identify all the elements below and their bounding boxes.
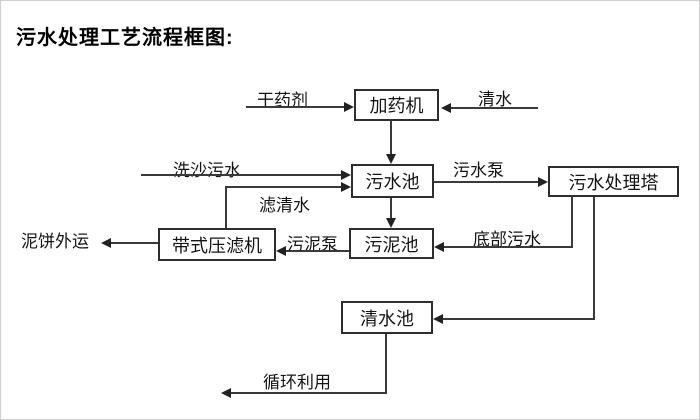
node-sludge-pool: 污泥池	[349, 228, 434, 259]
flow-line-clear-water	[451, 107, 538, 109]
flow-line-sludge-pump	[286, 250, 349, 252]
arrowhead-left-icon	[221, 388, 231, 398]
node-sewage-pool: 污水池	[351, 164, 434, 198]
arrowhead-right-icon	[344, 102, 354, 112]
flow-line-dry-agent	[246, 106, 345, 108]
node-dosing-machine: 加药机	[354, 89, 439, 121]
arrowhead-right-icon	[341, 182, 351, 192]
arrowhead-right-icon	[538, 177, 548, 187]
arrowhead-down-icon	[386, 218, 396, 228]
page-title: 污水处理工艺流程框图:	[16, 27, 234, 49]
flow-line-sewage-pump	[434, 181, 538, 183]
label-sewage-pump: 污水泵	[453, 161, 504, 180]
label-recycle: 循环利用	[263, 373, 331, 392]
label-sludge-pump: 污泥泵	[287, 235, 338, 254]
arrowhead-down-icon	[386, 154, 396, 164]
flow-line-bottom-sewage-h	[444, 246, 573, 248]
flow-line-bottom-sewage-v	[571, 197, 573, 248]
node-belt-filter-press: 带式压滤机	[158, 228, 276, 261]
flow-line-tower-to-clear-v	[593, 197, 595, 320]
flow-line-tower-to-clear-h	[443, 318, 595, 320]
flow-line-recycle-h	[231, 392, 387, 394]
node-clear-water-pool: 清水池	[341, 301, 433, 334]
node-treatment-tower: 污水处理塔	[548, 166, 679, 197]
flow-line-filtered-water-v	[225, 187, 227, 228]
arrowhead-left-icon	[441, 103, 451, 113]
flow-line-mud-cake	[111, 242, 158, 244]
flow-line-sand-washing	[141, 174, 342, 176]
flow-line-dosing-to-sewage	[390, 121, 392, 157]
arrowhead-left-icon	[101, 238, 111, 248]
flow-line-sewage-to-sludge	[390, 198, 392, 221]
flow-line-recycle-v	[385, 334, 387, 394]
label-filtered-water: 滤清水	[259, 196, 310, 215]
label-dry-agent: 干药剂	[257, 91, 308, 110]
arrowhead-left-icon	[433, 314, 443, 324]
label-mud-cake-out: 泥饼外运	[21, 232, 89, 251]
label-clear-water: 清水	[478, 90, 512, 109]
arrowhead-left-icon	[434, 242, 444, 252]
flow-line-filtered-water-h	[225, 186, 342, 188]
arrowhead-left-icon	[276, 246, 286, 256]
label-bottom-sewage: 底部污水	[473, 230, 541, 249]
label-sand-washing-sewage: 洗沙污水	[173, 161, 241, 180]
arrowhead-right-icon	[341, 170, 351, 180]
